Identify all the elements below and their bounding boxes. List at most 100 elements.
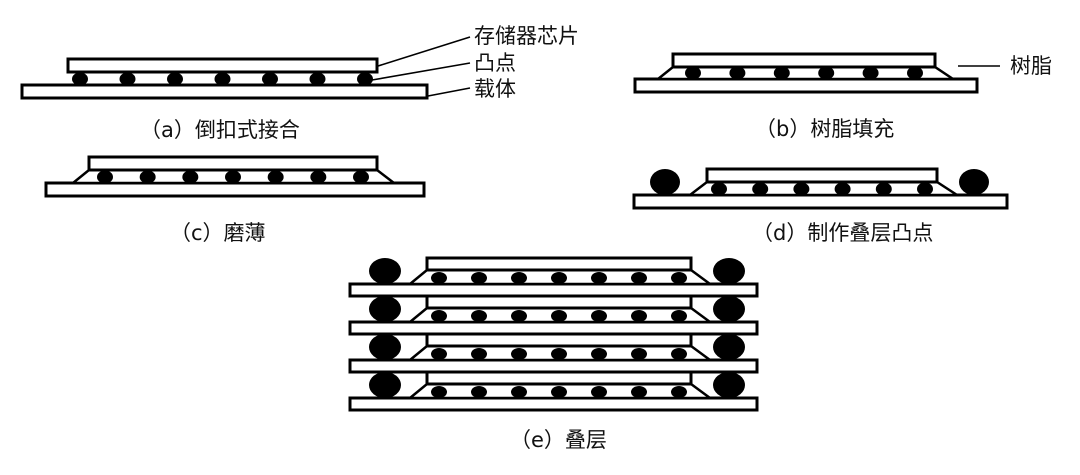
solder-bump [119,72,136,86]
solder-bump [310,170,327,184]
carrier-substrate [20,83,429,100]
solder-bump [591,272,607,284]
solder-bump [631,272,647,284]
leader-line-bump [371,62,471,81]
solder-bump [862,66,879,80]
carrier-substrate [44,181,426,198]
stack-layer-3 [348,332,759,374]
memory-chip [671,52,937,69]
solder-bump [793,182,810,196]
stacking-bump [369,296,401,322]
memory-chip [425,332,693,348]
solder-bump [591,348,607,360]
carrier-substrate [348,358,759,374]
caption-d: （d）制作叠层凸点 [752,221,933,245]
caption-e: （e）叠层 [510,428,607,452]
label-chip: 存储器芯片 [474,24,579,48]
solder-bump [471,386,487,398]
solder-bump [97,170,113,184]
solder-bump [431,386,447,398]
stack-layer-1 [348,256,759,298]
solder-bump [471,272,487,284]
solder-bump [711,182,727,196]
solder-bump [182,170,199,184]
solder-bump [551,272,567,284]
solder-bump [551,386,567,398]
solder-bump [431,310,447,322]
solder-bump [431,348,447,360]
stacking-bump [713,296,745,322]
solder-bump [685,66,701,80]
stacking-bump [650,169,680,195]
caption-a: （a）倒扣式接合 [140,118,300,142]
stacking-bump [369,372,401,398]
solder-bump [818,66,835,80]
solder-bump [511,348,527,360]
solder-bump [72,72,88,86]
solder-bump [729,66,746,80]
solder-bump [591,310,607,322]
solder-bump [511,310,527,322]
stack-layer-2 [348,294,759,336]
solder-bump [511,272,527,284]
solder-bump [431,272,447,284]
carrier-substrate [633,77,979,94]
label-bump: 凸点 [474,51,516,75]
caption-b: （b）树脂填充 [755,117,894,141]
solder-bump [214,72,231,86]
solder-bump [875,182,892,196]
solder-bump [671,310,687,322]
carrier-substrate [348,396,759,412]
stacking-bump [369,258,401,284]
solder-bump [907,66,923,80]
solder-bump [671,386,687,398]
memory-chip [425,256,693,272]
stacking-bump [369,334,401,360]
stacking-bump [713,334,745,360]
solder-bump [671,272,687,284]
label-resin: 树脂 [1010,54,1052,78]
solder-bump [511,386,527,398]
solder-bump [671,348,687,360]
solder-bump [631,348,647,360]
solder-bump [471,348,487,360]
caption-c: （c）磨薄 [170,221,266,245]
leader-line-carrier [427,87,471,97]
solder-bump [631,310,647,322]
panel-b-resin-fill [633,52,979,94]
carrier-substrate [348,282,759,298]
solder-bump [591,386,607,398]
panel-a-flip-chip-bonding [20,57,429,100]
solder-bump [139,170,156,184]
solder-bump [357,72,373,86]
memory-chip [66,57,379,74]
solder-bump [471,310,487,322]
stacking-bump [713,372,745,398]
solder-bump [917,182,933,196]
panel-e-stacking [348,256,759,412]
solder-bump [225,170,241,184]
solder-bump [834,182,851,196]
carrier-substrate [348,320,759,336]
solder-bump [551,348,567,360]
carrier-substrate [632,193,1009,210]
solder-bump [551,310,567,322]
memory-chip [705,167,939,184]
solder-bump [631,386,647,398]
panel-c-thinning [44,155,426,198]
leader-line-chip [377,36,471,67]
resin-underfill [686,180,962,197]
memory-chip [87,155,379,172]
stacking-bump [713,258,745,284]
solder-bump [267,170,284,184]
memory-chip [425,370,693,386]
panel-d-stack-bump-forming [632,167,1009,210]
stack-layer-4 [348,370,759,412]
stacking-bump [959,169,989,195]
solder-bump [167,72,183,86]
solder-bump [773,66,790,80]
solder-bump [262,72,278,86]
solder-bump [309,72,326,86]
memory-chip [425,294,693,310]
